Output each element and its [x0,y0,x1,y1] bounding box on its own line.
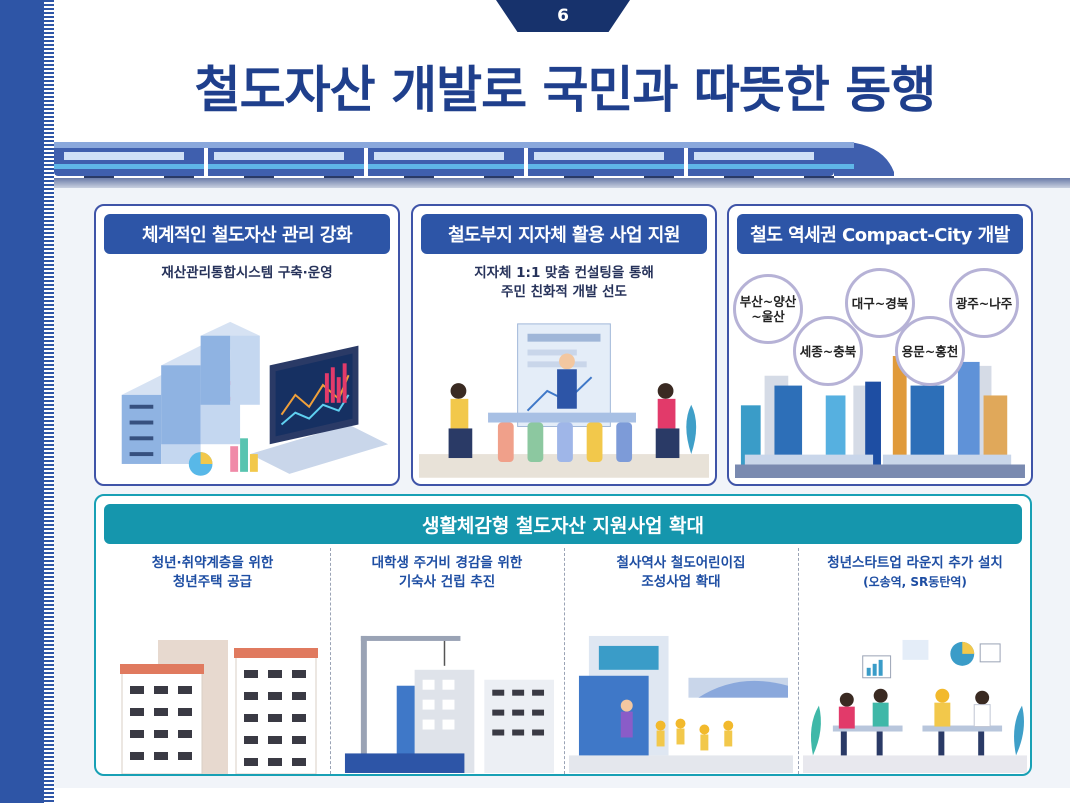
page-number: 6 [557,6,569,26]
column-title: 청년·취약계층을 위한 청년주택 공급 [96,554,329,592]
region-label: 대구~경북 [851,295,909,311]
card-subtitle-line: 재산관리통합시스템 구축·운영 [161,265,333,281]
region-label: 용문~홍천 [901,343,959,359]
region-bubble: 부산~양산 ~울산 [733,274,803,344]
page-title: 철도자산 개발로 국민과 따뜻한 동행 [194,61,937,119]
left-dotted-border [44,0,54,803]
column-title: 대학생 주거비 경감을 위한 기숙사 건립 추진 [331,554,563,592]
column-startup-lounge: 청년스타트업 라운지 추가 설치 (오송역, SR동탄역) [798,548,1030,774]
card-living-support: 생활체감형 철도자산 지원사업 확대 청년·취약계층을 위한 청년주택 공급 [94,494,1032,776]
card-local-government-support: 철도부지 지자체 활용 사업 지원 지자체 1:1 맞춤 컨설팅을 통해 주민 … [411,204,717,486]
daycare-illustration [569,635,793,774]
region-bubble: 세종~충북 [793,316,863,386]
column-daycare: 철사역사 철도어린이집 조성사업 확대 [564,548,797,774]
column-title: 청년스타트업 라운지 추가 설치 (오송역, SR동탄역) [799,554,1030,592]
region-label: 광주~나주 [955,295,1013,311]
card-subtitle-line: 지자체 1:1 맞춤 컨설팅을 통해 [474,265,654,281]
left-stripe [0,0,44,803]
card-header: 체계적인 철도자산 관리 강화 [104,214,390,254]
train-illustration [54,142,894,182]
startup-lounge-illustration [803,639,1027,774]
column-title-line: 청년스타트업 라운지 추가 설치 [827,555,1003,571]
column-title-line: 대학생 주거비 경감을 위한 [371,555,523,571]
card-header: 철도 역세권 Compact-City 개발 [737,214,1023,254]
construction-illustration [344,635,554,774]
column-title-line: (오송역, SR동탄역) [863,575,967,589]
card-subtitle: 재산관리통합시스템 구축·운영 [96,264,398,283]
card-header: 철도부지 지자체 활용 사업 지원 [421,214,707,254]
column-youth-housing: 청년·취약계층을 위한 청년주택 공급 [96,548,329,774]
big-card-header: 생활체감형 철도자산 지원사업 확대 [104,504,1022,544]
apartment-illustration [120,640,318,774]
card-subtitle: 지자체 1:1 맞춤 컨설팅을 통해 주민 친화적 개발 선도 [413,264,715,302]
page-number-tab: 6 [496,0,630,32]
column-dormitory: 대학생 주거비 경감을 위한 기숙사 건립 추진 [330,548,563,774]
column-title-line: 조성사업 확대 [641,574,721,590]
region-bubble: 용문~홍천 [895,316,965,386]
card-compact-city: 철도 역세권 Compact-City 개발 부산~양산 ~울산 대구~경북 광… [727,204,1033,486]
card-subtitle-line: 주민 친화적 개발 선도 [501,284,627,300]
column-title-line: 기숙사 건립 추진 [398,574,496,590]
column-title-line: 청년·취약계층을 위한 [151,555,274,571]
rail [54,178,1070,188]
column-title-line: 철사역사 철도어린이집 [616,555,746,571]
region-bubble: 광주~나주 [949,268,1019,338]
city-skyline-illustration [735,356,1025,479]
consulting-meeting-illustration [419,323,709,478]
server-laptop-illustration [121,321,389,476]
column-title-line: 청년주택 공급 [172,574,253,590]
card-asset-management: 체계적인 철도자산 관리 강화 재산관리통합시스템 구축·운영 [94,204,400,486]
region-label: 부산~양산 ~울산 [739,294,797,324]
region-label: 세종~충북 [799,343,857,359]
column-title: 철사역사 철도어린이집 조성사업 확대 [565,554,797,592]
